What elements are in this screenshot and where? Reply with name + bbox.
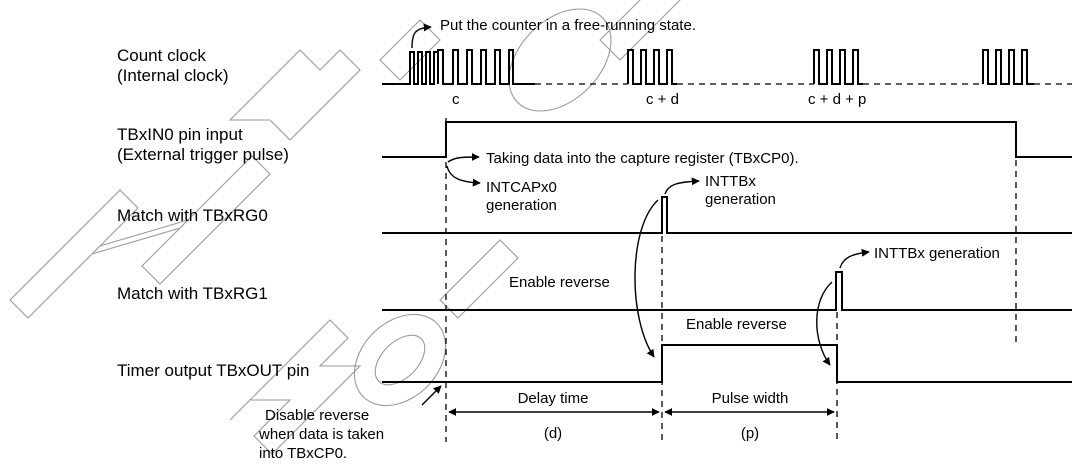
- match-rg1-waveform: [382, 271, 1072, 311]
- disable-reverse-note-line2: when data is taken: [258, 426, 384, 443]
- inttbx1-note: INTTBx generation: [874, 245, 1000, 262]
- disable-reverse-note-line3: into TBxCP0.: [259, 445, 347, 462]
- clock-mark-c-plus-d-plus-p: c + d + p: [808, 91, 866, 108]
- tbxin0-sublabel: (External trigger pulse): [117, 145, 289, 164]
- watermark-graphic: [9, 0, 681, 455]
- inttbx1-arrow: [839, 248, 870, 269]
- enable-reverse-arrow-2: [816, 281, 833, 366]
- match-rg0-label: Match with TBxRG0: [117, 206, 268, 225]
- intcap-note-line2: generation: [486, 197, 557, 214]
- inttbx0-note-line1: INTTBx: [705, 173, 756, 190]
- match-rg0-waveform: [382, 196, 1072, 234]
- enable-reverse-note-2: Enable reverse: [686, 316, 787, 333]
- disable-reverse-note-line1: Disable reverse: [265, 407, 369, 424]
- delay-time-label: Delay time: [518, 390, 589, 407]
- pulse-width-symbol: (p): [741, 425, 759, 442]
- inttbx0-arrow: [664, 177, 700, 195]
- inttbx0-note-line2: generation: [705, 191, 776, 208]
- clock-mark-c: c: [452, 91, 460, 108]
- count-clock-label: Count clock: [117, 46, 206, 65]
- intcap-arrow: [446, 165, 481, 187]
- disable-reverse-arrow: [421, 385, 442, 406]
- free-running-note: Put the counter in a free-running state.: [440, 17, 696, 34]
- timer-output-waveform: [382, 344, 1072, 383]
- intcap-note-line1: INTCAPx0: [486, 179, 557, 196]
- clock-mark-c-plus-d: c + d: [646, 91, 679, 108]
- count-clock-sublabel: (Internal clock): [117, 66, 228, 85]
- tbxin0-label: TBxIN0 pin input: [117, 125, 243, 144]
- free-running-arrow: [411, 23, 432, 49]
- timer-output-label: Timer output TBxOUT pin: [117, 361, 309, 380]
- delay-time-symbol: (d): [544, 425, 562, 442]
- match-rg1-label: Match with TBxRG1: [117, 284, 268, 303]
- enable-reverse-arrow-1: [634, 199, 659, 358]
- pulse-width-label: Pulse width: [712, 390, 789, 407]
- capture-arrow: [447, 153, 480, 163]
- enable-reverse-note-1: Enable reverse: [509, 274, 610, 291]
- tbxin0-waveform: [382, 121, 1072, 158]
- capture-note: Taking data into the capture register (T…: [486, 150, 799, 167]
- count-clock-waveform: [382, 49, 1072, 85]
